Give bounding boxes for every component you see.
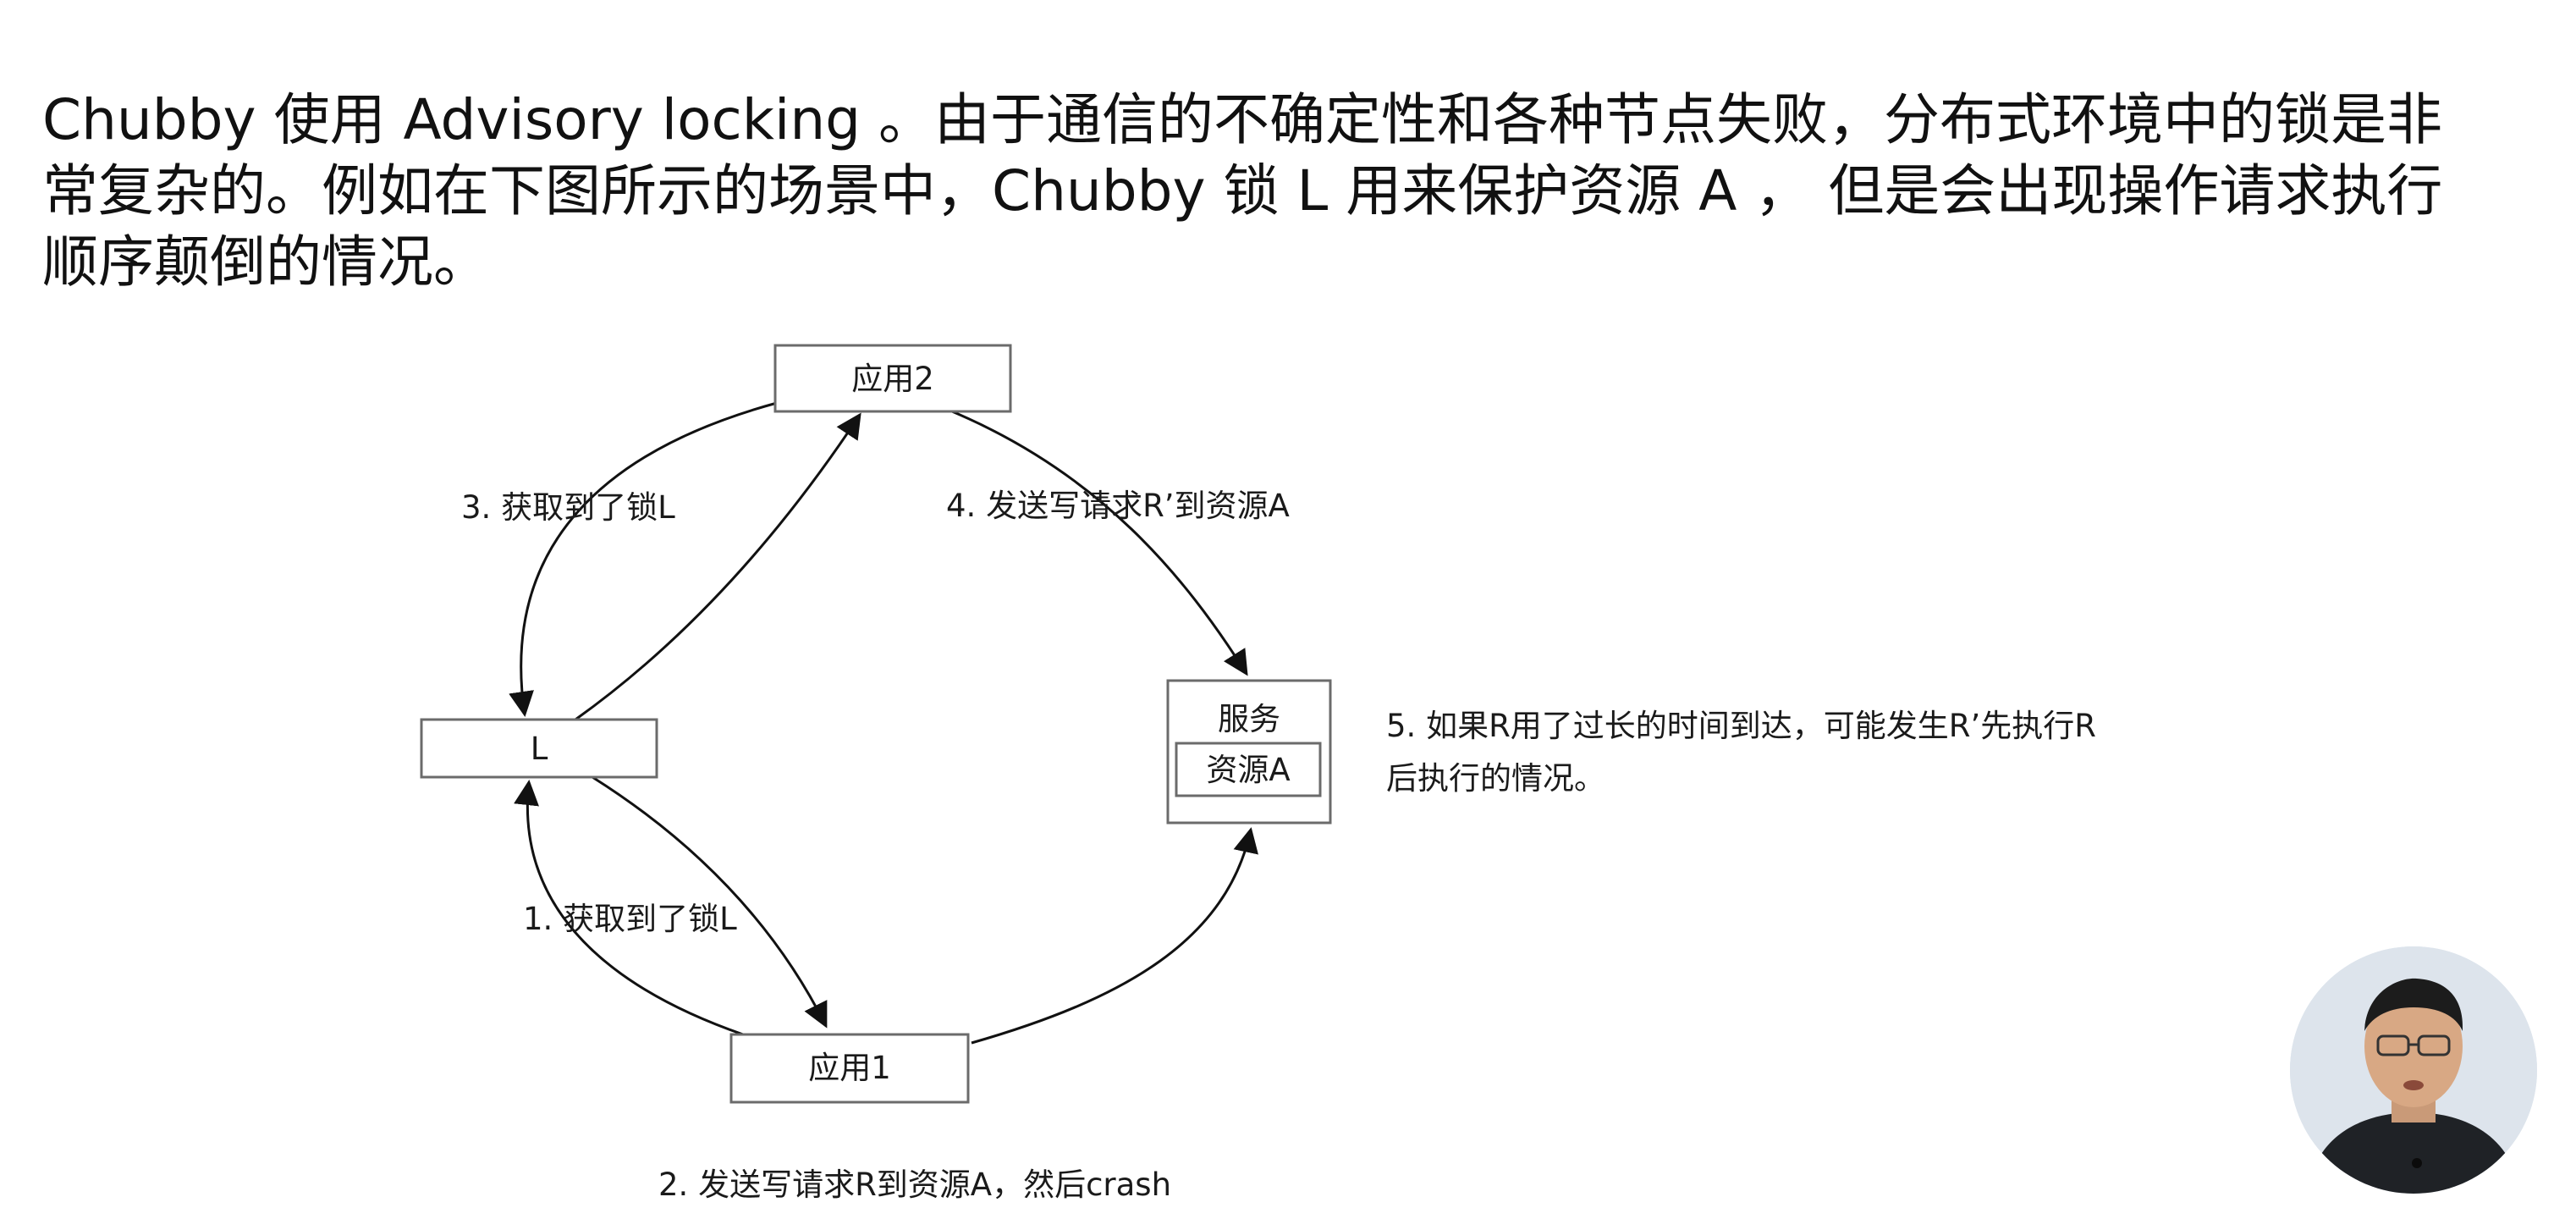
- step-1-label: 1. 获取到了锁L: [523, 901, 737, 937]
- edge-lock-to-app2: [575, 412, 861, 721]
- step-2-label: 2. 发送写请求R到资源A，然后crash: [658, 1167, 1171, 1203]
- edge-app2-to-lock: [509, 401, 778, 717]
- step-5-label-line-2: 后执行的情况。: [1386, 760, 1605, 797]
- node-app1: 应用1: [729, 1033, 970, 1104]
- node-resource: [1175, 742, 1322, 797]
- node-lock: L: [420, 718, 658, 779]
- edge-app1-to-lock: [514, 780, 744, 1036]
- node-app2: 应用2: [773, 344, 1012, 413]
- presenter-portrait-image: [2290, 946, 2537, 1194]
- intro-line-1: Chubby 使用 Advisory locking 。由于通信的不确定性和各种…: [42, 87, 2443, 152]
- node-service: 服务 资源A: [1166, 679, 1332, 825]
- edge-app1-to-service: [971, 827, 1258, 1045]
- node-lock-label: L: [531, 731, 548, 767]
- presenter-avatar: [2290, 946, 2537, 1194]
- step-3-label: 3. 获取到了锁L: [461, 489, 675, 526]
- node-app1-label: 应用1: [808, 1050, 891, 1086]
- node-resource-label: 资源A: [1206, 752, 1290, 788]
- step-4-label: 4. 发送写请求R’到资源A: [946, 488, 1290, 524]
- intro-line-2: 常复杂的。例如在下图所示的场景中，Chubby 锁 L 用来保护资源 A ， 但…: [42, 158, 2443, 223]
- intro-paragraph: Chubby 使用 Advisory locking 。由于通信的不确定性和各种…: [42, 85, 2513, 298]
- node-service-label: 服务: [1218, 701, 1280, 737]
- edge-lock-to-app1: [592, 775, 828, 1029]
- node-app2-label: 应用2: [851, 361, 934, 397]
- edge-app2-to-service: [951, 410, 1248, 676]
- step-5-label-line-1: 5. 如果R用了过长的时间到达，可能发生R’先执行R: [1386, 708, 2096, 744]
- intro-line-3: 顺序颠倒的情况。: [42, 229, 489, 295]
